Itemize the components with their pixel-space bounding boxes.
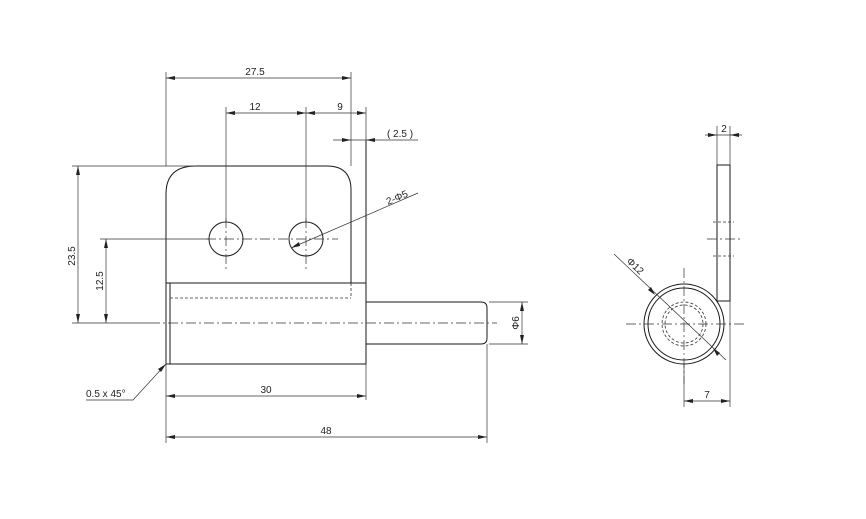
dim-offset: 7 — [704, 390, 710, 401]
dim-holes: 2-Φ5 — [385, 189, 410, 208]
side-view: 2 Φ12 7 — [613, 124, 744, 407]
leaf-outline — [716, 164, 731, 302]
dim-plate-thickness: ( 2.5 ) — [387, 129, 413, 140]
front-view: 27.5 12 9 ( 2.5 ) 2-Φ5 23.5 12.5 Φ6 — [67, 67, 528, 443]
dim-body-length: 30 — [260, 385, 272, 396]
dim-total-length: 48 — [320, 426, 332, 437]
dim-barrel-diameter: Φ12 — [624, 256, 646, 277]
dim-height-axis: 12.5 — [95, 271, 106, 291]
dim-height-total: 23.5 — [67, 246, 78, 266]
dim-leaf-thickness: 2 — [721, 124, 727, 135]
dim-hole-pitch: 12 — [249, 102, 261, 113]
dim-chamfer: 0.5 x 45° — [86, 389, 126, 400]
barrel-body — [165, 282, 367, 365]
dim-overall-width: 27.5 — [245, 67, 265, 78]
dim-pin-diameter: Φ6 — [511, 316, 522, 330]
dim-hole-offset: 9 — [337, 102, 343, 113]
plate-outline — [165, 165, 352, 283]
